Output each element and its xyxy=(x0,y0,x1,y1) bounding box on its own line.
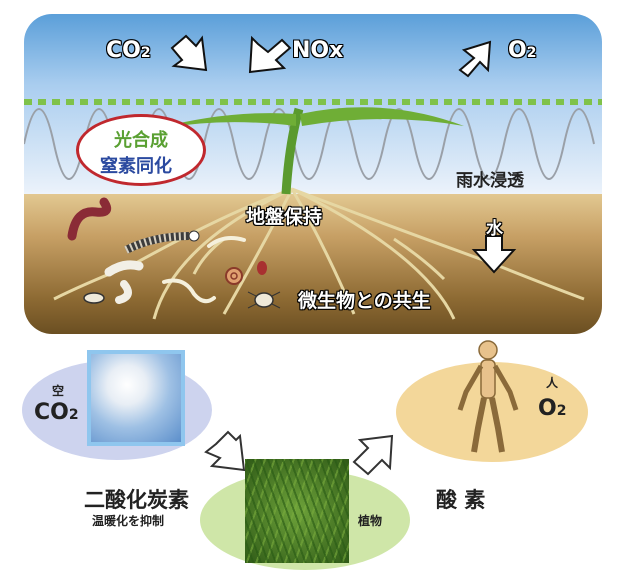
photosynthesis-oval xyxy=(76,114,206,186)
human-label: 人 xyxy=(546,376,559,390)
nitrogen-assimilation-label: 窒素同化 xyxy=(100,156,172,177)
plant-to-human-arrow xyxy=(352,434,394,476)
rain-infiltration-label: 雨水浸透 xyxy=(456,171,524,191)
nox-arrow xyxy=(248,35,292,74)
water-label: 水 xyxy=(486,219,503,239)
beetle-icon xyxy=(257,261,267,275)
panel-graphics xyxy=(24,34,602,320)
plant-label: 植物 xyxy=(358,514,383,528)
plant-leaf-right xyxy=(300,107,464,126)
sky-photo xyxy=(87,350,185,446)
centipede-icon xyxy=(124,230,200,254)
water-down-arrow xyxy=(471,235,517,274)
human-o2-label: O2 xyxy=(538,396,567,421)
co2-arrow xyxy=(170,34,208,72)
nematode-icon xyxy=(207,236,246,248)
oxygen-title: 酸 素 xyxy=(436,488,486,512)
ground-retention-label: 地盤保持 xyxy=(246,206,323,228)
photosynthesis-label: 光合成 xyxy=(114,130,168,151)
co2-caption: 温暖化を抑制 xyxy=(92,514,165,528)
earthworm-icon xyxy=(67,197,112,241)
plant-leaf-left xyxy=(144,113,296,132)
grub-icon xyxy=(104,260,144,277)
co2-label: CO2 xyxy=(106,38,151,63)
sky-label: 空 xyxy=(52,384,65,398)
nematode-icon-2 xyxy=(162,278,216,304)
microbe-symbiosis-label: 微生物との共生 xyxy=(298,290,431,312)
human-figure-icon xyxy=(457,340,519,453)
nox-label: NOx xyxy=(292,38,344,63)
o2-label: O2 xyxy=(508,38,537,63)
ecosystem-panel: 光合成 窒素同化 CO2 NOx O2 雨水浸透 地盤保持 水 微生物との共生 xyxy=(24,14,602,334)
co2-title: 二酸化炭素 xyxy=(84,488,189,512)
sky-to-plant-arrow xyxy=(204,430,246,472)
o2-arrow xyxy=(458,40,492,78)
snail-icon xyxy=(225,267,243,285)
grass-photo xyxy=(245,459,349,563)
sky-co2-label: CO2 xyxy=(34,400,79,425)
plant-stem xyxy=(281,107,304,195)
springtail-icon xyxy=(83,292,105,304)
grub-icon-2 xyxy=(115,280,132,304)
mite-icon xyxy=(247,291,281,309)
